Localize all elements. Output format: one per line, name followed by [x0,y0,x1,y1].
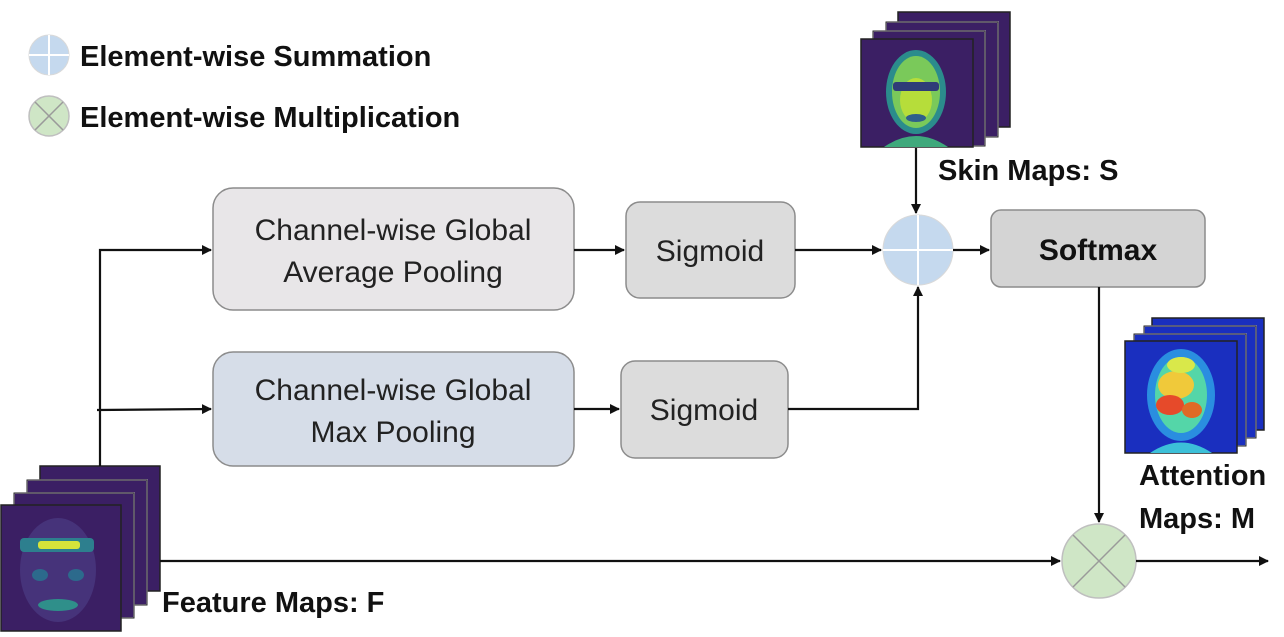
avg-pooling-box: Channel-wise Global Average Pooling [212,187,575,311]
max-pooling-line1: Channel-wise Global [255,374,532,407]
legend: Element-wise Summation Element-wise Mult… [28,34,460,137]
multiplication-node-icon [1061,523,1137,599]
legend-multiplication-label: Element-wise Multiplication [80,102,460,134]
feature-to-avgpool-arrow [98,245,212,466]
sigmoid-bottom-box: Sigmoid [620,360,789,459]
multiplication-icon [28,95,70,137]
max-pooling-line2: Max Pooling [310,416,475,449]
feature-map-face-image [0,504,122,632]
skin-map-face-image [860,38,974,148]
sigmoid-top-label: Sigmoid [656,235,764,268]
sigmoid-bottom-to-sum-arrow [788,286,923,411]
attention-maps-stack [1124,317,1265,454]
attention-label-line2: Maps: M [1139,503,1255,535]
avg-pooling-line2: Average Pooling [283,256,503,289]
skin-maps-stack [860,11,1011,148]
attention-map-face-image [1124,340,1238,454]
attention-label-line1: Attention [1139,460,1266,492]
feature-maps-stack [0,465,161,632]
max-pooling-box: Channel-wise Global Max Pooling [212,351,575,467]
summation-node-icon [882,214,954,286]
softmax-label: Softmax [1039,234,1158,267]
sigmoid-top-box: Sigmoid [625,201,796,299]
summation-icon [28,34,70,76]
feature-to-maxpool-arrow [96,404,212,415]
feature-maps-label: Feature Maps: F [162,587,384,619]
softmax-box: Softmax [990,209,1206,288]
connectors [96,148,1269,566]
legend-summation-label: Element-wise Summation [80,41,431,73]
avg-pooling-line1: Channel-wise Global [255,214,532,247]
skin-maps-label: Skin Maps: S [938,155,1119,187]
sigmoid-bottom-label: Sigmoid [650,394,758,427]
